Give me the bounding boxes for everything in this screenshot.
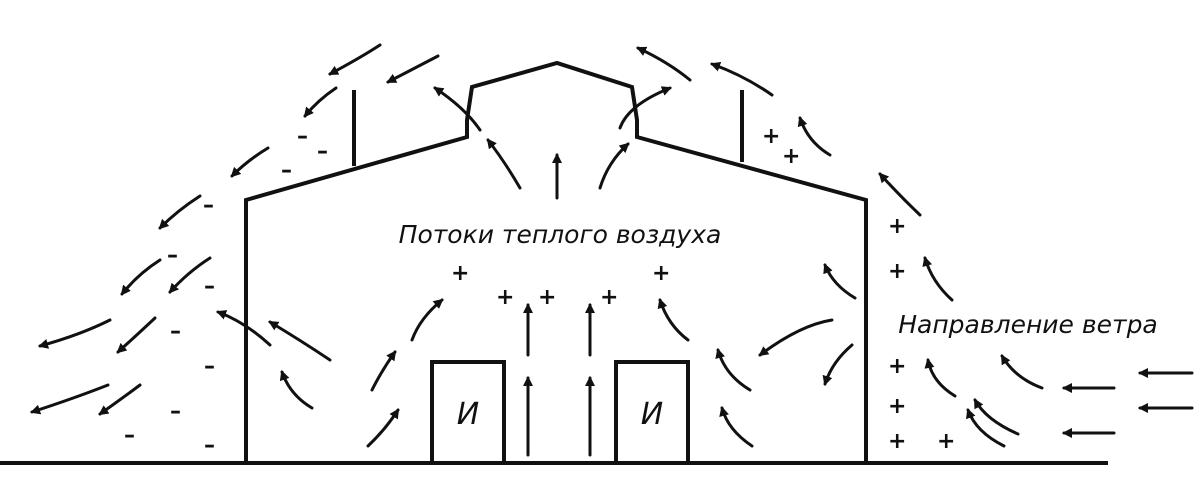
positive-sign: +: [888, 214, 906, 239]
airflow-arrow: [366, 408, 400, 448]
airflow-arrow: [797, 116, 832, 157]
negative-sign: –: [203, 193, 214, 218]
airflow-arrow: [158, 194, 202, 230]
airflow-arrow: [823, 263, 857, 300]
airflow-arrow: [230, 146, 270, 178]
heat-source-left: [430, 360, 506, 465]
airflow-arrow: [486, 138, 522, 190]
negative-sign: –: [317, 139, 328, 164]
positive-sign: +: [888, 429, 906, 454]
airflow-arrow: [303, 86, 338, 118]
heat-source-right: [614, 360, 690, 465]
heat-source-right-label: И: [641, 397, 663, 432]
positive-sign: +: [937, 429, 955, 454]
wind-arrows: [1062, 368, 1194, 438]
airflow-arrow: [98, 383, 142, 416]
airflow-arrow: [168, 256, 212, 294]
airflow-arrow: [618, 86, 672, 130]
airflow-arrow: [410, 298, 444, 342]
airflow-arrow: [924, 358, 957, 398]
positive-sign: +: [451, 261, 469, 286]
airflow-arrow: [710, 62, 774, 97]
airflow-arrow: [120, 258, 162, 296]
building-outline: [244, 60, 868, 463]
positive-sign: +: [888, 259, 906, 284]
negative-sign: –: [167, 243, 178, 268]
airflow-arrow: [822, 343, 854, 386]
airflow-arrow: [598, 142, 630, 190]
warm-air-flows-label: Потоки теплого воздуха: [399, 220, 722, 249]
positive-sign: +: [538, 285, 556, 310]
negative-sign: –: [170, 399, 181, 424]
negative-sign: –: [124, 423, 135, 448]
wind-direction-label: Направление ветра: [898, 310, 1158, 339]
airflow-arrow: [279, 370, 314, 410]
airflow-arrow: [878, 172, 922, 217]
airflow-arrow: [922, 256, 954, 302]
negative-sign: –: [204, 433, 215, 458]
airflow-arrow: [116, 316, 157, 354]
airflow-arrow: [636, 46, 692, 82]
airflow-arrow: [370, 350, 397, 392]
airflow-arrows: [30, 43, 1044, 457]
airflow-arrow: [973, 398, 1020, 436]
negative-sign: –: [204, 274, 215, 299]
positive-sign: +: [496, 285, 514, 310]
airflow-arrow: [1000, 354, 1044, 390]
heat-source-left-label: И: [457, 397, 479, 432]
negative-sign: –: [170, 319, 181, 344]
positive-sign: +: [782, 144, 800, 169]
airflow-arrow: [433, 86, 482, 132]
airflow-arrow: [386, 54, 440, 84]
airflow-arrow: [216, 310, 272, 347]
airflow-arrow: [30, 383, 110, 415]
positive-sign: +: [762, 124, 780, 149]
airflow-arrow: [758, 318, 834, 357]
airflow-arrow: [38, 318, 112, 349]
airflow-arrow: [657, 298, 690, 342]
airflow-arrow: [328, 43, 382, 76]
positive-sign: +: [888, 394, 906, 419]
airflow-arrow: [268, 320, 332, 362]
negative-sign: –: [204, 354, 215, 379]
positive-sign: +: [652, 261, 670, 286]
airflow-arrow: [719, 406, 754, 448]
negative-sign: –: [297, 124, 308, 149]
positive-sign: +: [888, 354, 906, 379]
negative-sign: –: [281, 158, 292, 183]
positive-pressure-signs: + + + + + + + + + + + + +: [451, 124, 955, 454]
airflow-arrow: [715, 348, 752, 392]
airflow-arrow: [966, 408, 1006, 448]
positive-sign: +: [600, 285, 618, 310]
negative-pressure-signs: – – – – – – – – – – –: [124, 124, 328, 458]
